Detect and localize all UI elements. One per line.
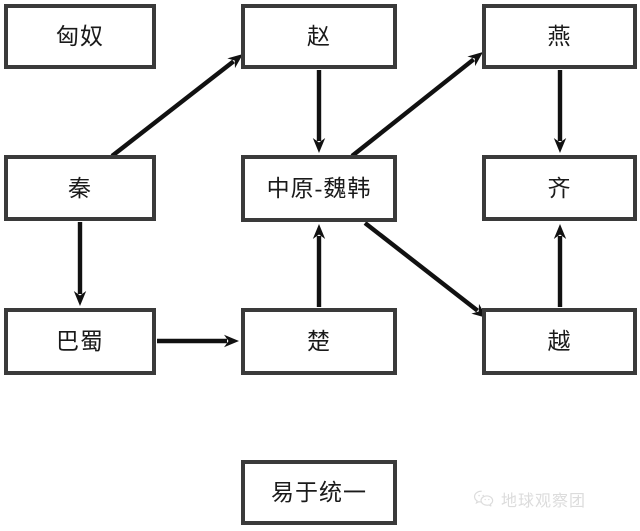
node-label: 中原-魏韩 [266,176,372,201]
node-unify[interactable]: 易于统一 [241,460,397,525]
wechat-icon [473,490,494,507]
node-bashu[interactable]: 巴蜀 [4,308,156,375]
node-qi[interactable]: 齐 [482,155,637,221]
arrow-zhongyuan-to-yue [363,221,487,318]
watermark-text: 地球观察团 [501,493,587,510]
node-label: 巴蜀 [56,329,104,354]
node-label: 赵 [307,24,331,49]
node-yan[interactable]: 燕 [482,4,637,69]
node-label: 楚 [307,329,331,354]
arrow-zhao-to-zhongyuan [312,70,326,153]
node-label: 匈奴 [56,24,104,49]
node-label: 秦 [68,175,92,201]
node-zhao[interactable]: 赵 [241,4,397,69]
node-label: 齐 [547,175,572,201]
arrow-yue-to-qi [553,224,567,307]
arrow-qin-to-bashu [73,222,87,306]
arrow-yan-to-qi [553,70,567,153]
node-xiongnu[interactable]: 匈奴 [4,4,156,69]
node-label: 燕 [547,24,572,49]
watermark: 地球观察团 [473,487,586,511]
arrow-qin-to-zhao [110,54,243,158]
arrow-bashu-to-chu [157,334,239,348]
node-chu[interactable]: 楚 [241,308,397,375]
node-qin[interactable]: 秦 [4,155,156,221]
node-label: 易于统一 [271,480,367,505]
arrow-chu-to-zhongyuan [312,224,326,307]
node-yue[interactable]: 越 [482,308,637,375]
node-label: 越 [547,329,572,354]
node-zhongyuan[interactable]: 中原-魏韩 [241,155,397,222]
